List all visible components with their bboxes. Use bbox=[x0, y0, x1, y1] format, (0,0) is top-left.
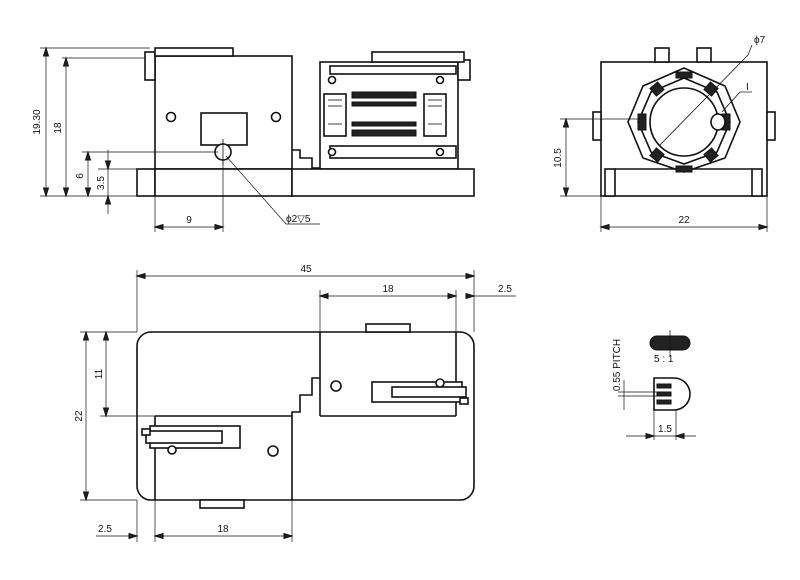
dim-hole-callout: ϕ2▽5 bbox=[286, 214, 311, 225]
dim-total-height: 19.30 bbox=[32, 109, 43, 134]
front-right-screw-1 bbox=[327, 75, 337, 85]
side-right-nub bbox=[766, 111, 776, 141]
side-right-foot bbox=[751, 168, 763, 197]
front-right-top-clip bbox=[371, 51, 465, 63]
detail-finger-2 bbox=[656, 391, 672, 397]
top-lower-tab bbox=[199, 499, 245, 509]
detail-section-label: 5 : 1 bbox=[654, 354, 674, 365]
detail-view: 5 : 1 0.55 PITCH 1.5 bbox=[612, 330, 696, 440]
front-left-foot bbox=[136, 168, 156, 197]
front-right-screw-2 bbox=[435, 75, 445, 85]
detail-finger-1 bbox=[656, 383, 672, 389]
side-spring-fingers bbox=[637, 71, 731, 173]
top-right-slider-tip bbox=[459, 397, 469, 405]
top-left-hole bbox=[267, 445, 279, 457]
front-mount-hole-left bbox=[165, 111, 177, 123]
front-left-base bbox=[154, 168, 293, 197]
dim-half-width: 11 bbox=[94, 368, 105, 379]
front-right-screw-4 bbox=[435, 147, 445, 157]
front-view bbox=[136, 47, 475, 197]
dim-total-width: 22 bbox=[74, 410, 85, 422]
dim-total-length: 45 bbox=[300, 264, 312, 275]
detail-finger-3 bbox=[656, 399, 672, 405]
side-left-nub bbox=[592, 111, 602, 141]
top-view-dimensions: 45 18 2.5 22 11 2.5 18 bbox=[74, 264, 516, 542]
top-left-slider-tip bbox=[141, 428, 151, 436]
front-top-rail bbox=[154, 47, 234, 57]
side-diameter-leader bbox=[659, 54, 749, 146]
front-step-profile bbox=[292, 149, 321, 169]
side-view-dimensions: ϕ7 10.5 22 bbox=[553, 35, 769, 232]
dim-foot-height: 3.5 bbox=[96, 176, 107, 190]
front-right-top-bar bbox=[329, 65, 457, 75]
front-right-base bbox=[291, 168, 475, 197]
dim-width: 22 bbox=[678, 215, 690, 226]
side-top-clip-right bbox=[696, 47, 712, 63]
top-left-screw bbox=[167, 445, 177, 455]
top-right-screw bbox=[435, 378, 445, 388]
dim-pitch: 0.55 PITCH bbox=[612, 339, 623, 391]
top-left-slider-inner bbox=[145, 430, 223, 444]
top-view bbox=[136, 323, 475, 509]
front-left-tab bbox=[144, 51, 156, 81]
dim-tip-width: 1.5 bbox=[658, 424, 672, 435]
dim-left-offset: 2.5 bbox=[98, 524, 112, 535]
dim-right-offset: 2.5 bbox=[498, 284, 512, 295]
dim-hole-height: 6 bbox=[75, 173, 86, 179]
top-upper-tab bbox=[365, 323, 411, 333]
side-bore bbox=[649, 87, 719, 157]
front-window bbox=[200, 112, 248, 146]
front-contact-springs bbox=[323, 91, 447, 137]
side-top-clip-left bbox=[654, 47, 670, 63]
front-view-dimensions: 19.30 18 6 3.5 9 ϕ2▽5 bbox=[32, 46, 320, 232]
dim-right-block: 18 bbox=[382, 284, 394, 295]
dim-center-height: 10.5 bbox=[553, 148, 564, 168]
front-right-tab bbox=[457, 59, 471, 81]
dim-diameter: ϕ7 bbox=[754, 35, 766, 46]
dim-left-block: 18 bbox=[217, 524, 229, 535]
front-right-screw-3 bbox=[327, 147, 337, 157]
dim-hole-offset: 9 bbox=[186, 215, 192, 226]
top-right-hole bbox=[330, 380, 342, 392]
side-section-mark: I bbox=[746, 82, 749, 93]
top-step-profile bbox=[291, 332, 321, 424]
side-left-foot bbox=[604, 168, 616, 197]
dim-body-height: 18 bbox=[53, 122, 64, 134]
front-mount-hole-right bbox=[270, 111, 282, 123]
top-right-slider-inner bbox=[391, 386, 467, 398]
side-pin-end bbox=[710, 113, 726, 131]
side-view: I bbox=[592, 44, 776, 197]
